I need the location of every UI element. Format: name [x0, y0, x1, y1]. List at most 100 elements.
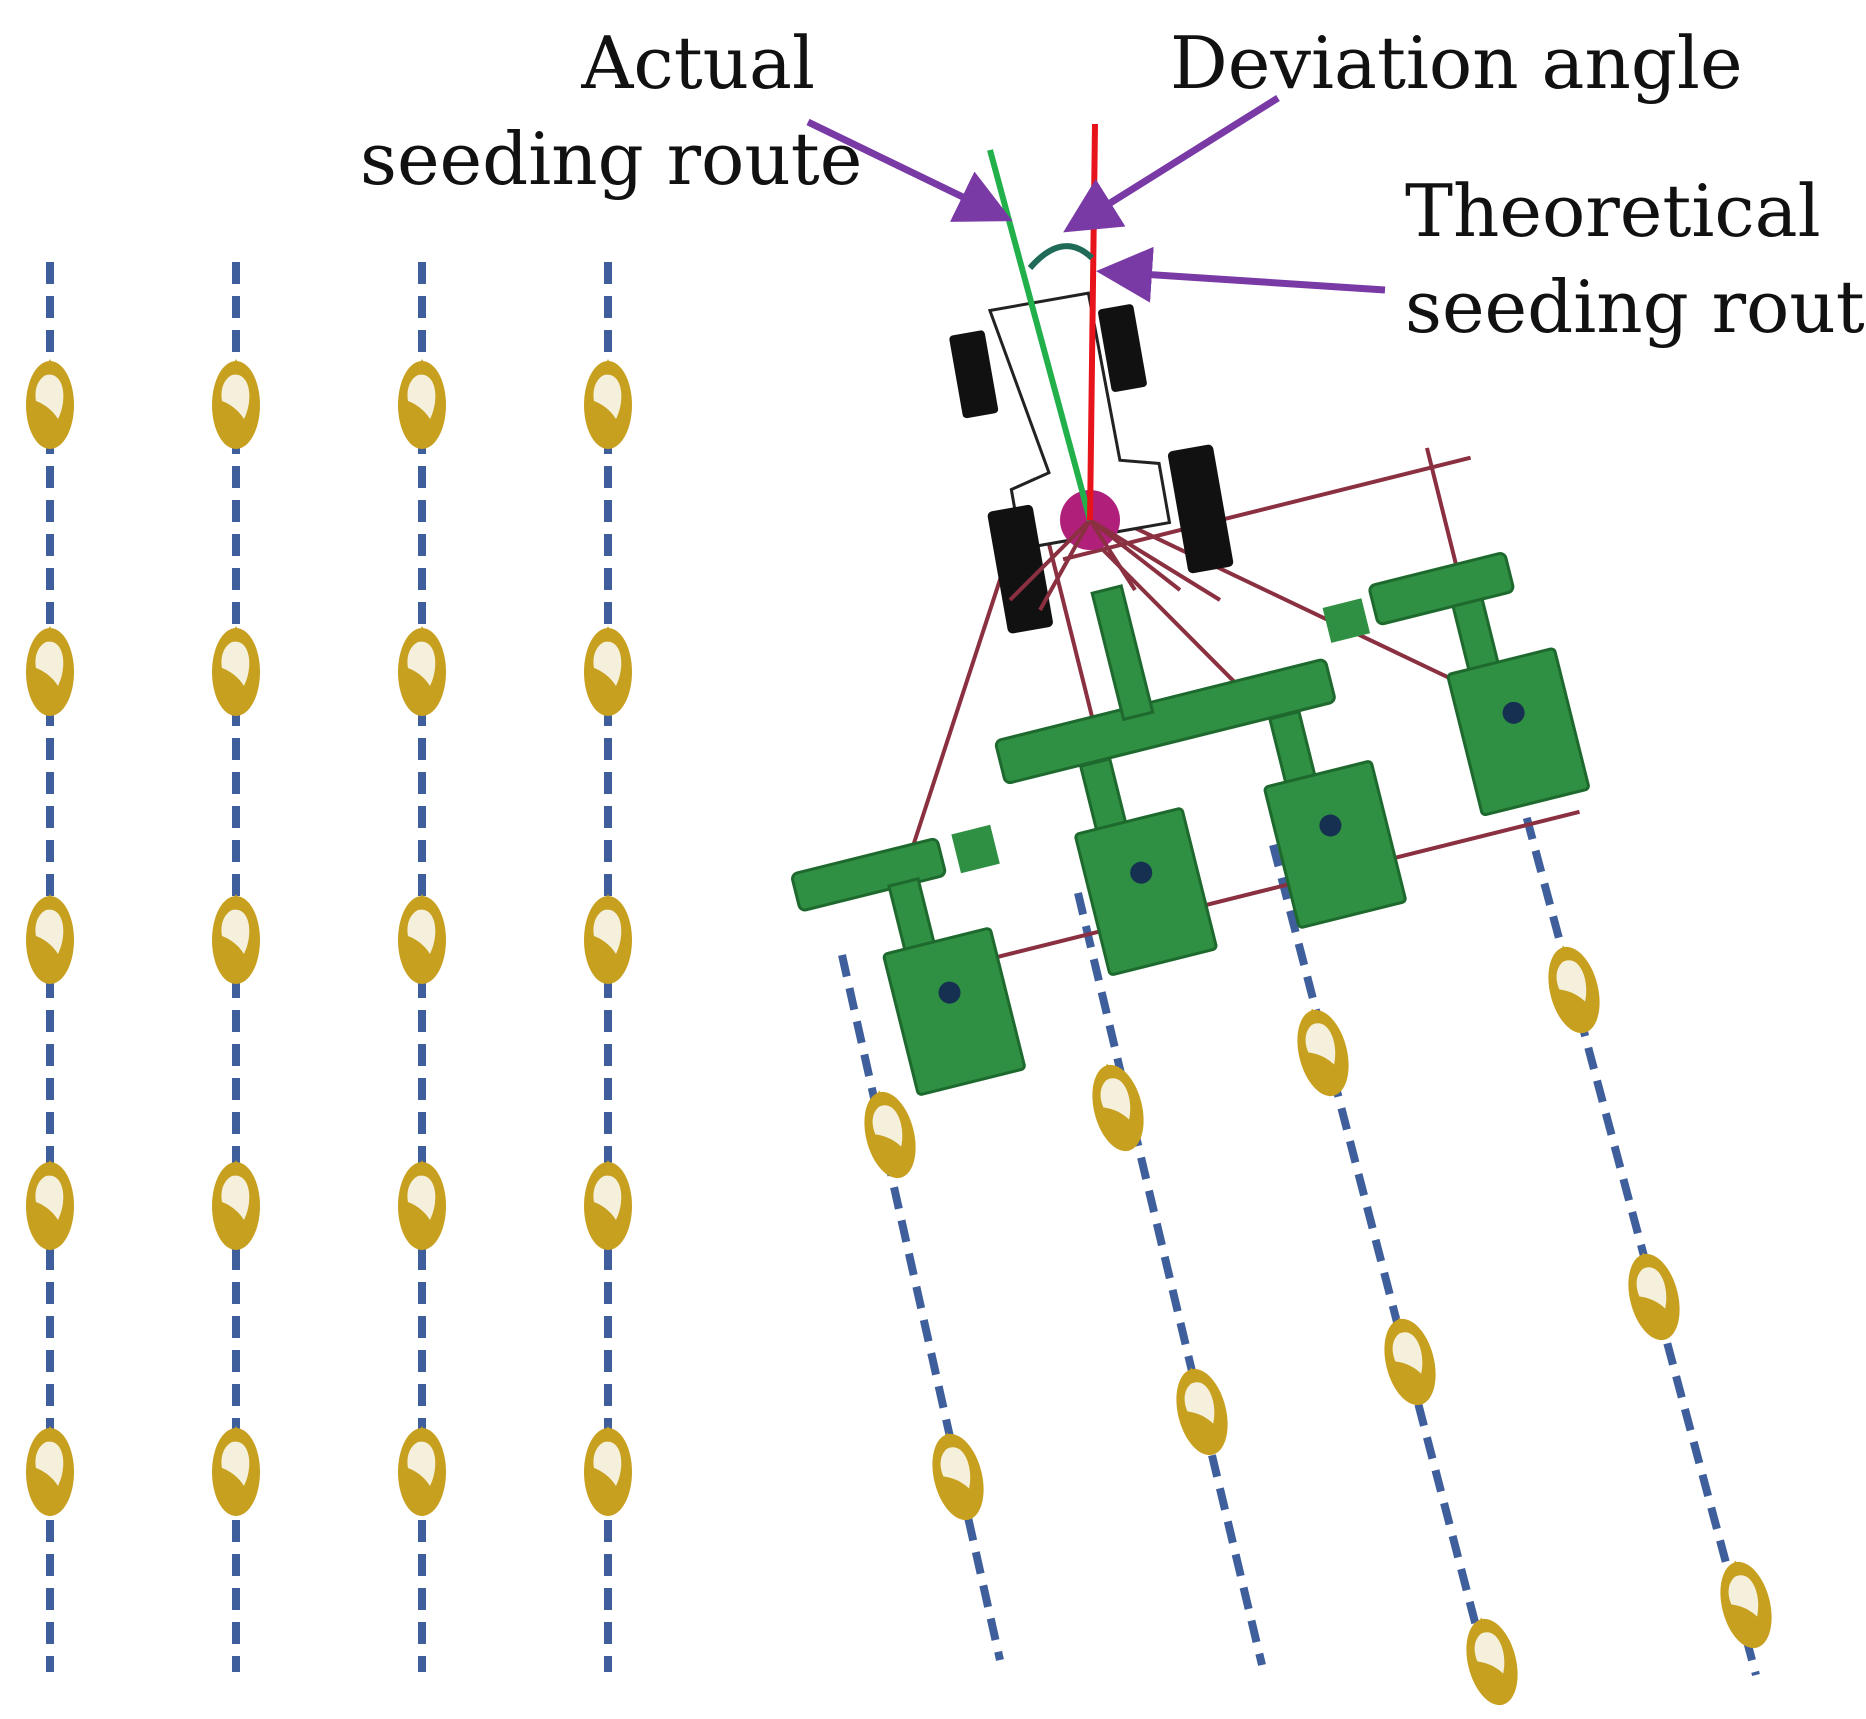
seed-tip — [876, 1090, 885, 1100]
seed-highlight — [407, 374, 436, 419]
seed-highlight — [593, 374, 622, 419]
seed-tip — [1104, 1063, 1113, 1073]
seed-highlight — [593, 641, 622, 686]
tractor-chassis — [987, 291, 1172, 551]
seed-icon — [584, 1426, 632, 1516]
seed-outlet — [1130, 861, 1153, 884]
seed-tip — [1478, 1617, 1487, 1627]
deviation-label-text: Deviation angle — [1170, 21, 1743, 105]
seed-icon — [932, 1432, 984, 1521]
seed-icon — [26, 1426, 74, 1516]
seed-highlight — [35, 1441, 64, 1486]
actual-label-line-2: seeding route — [360, 117, 863, 201]
seed-tip — [1732, 1560, 1741, 1570]
actual-label-line-1: Actual — [581, 21, 815, 105]
seed-tip — [46, 1426, 54, 1434]
seed-icon — [398, 626, 446, 716]
seed-icon — [1628, 1252, 1680, 1341]
seed-highlight — [221, 374, 250, 419]
seed-icon — [1176, 1367, 1228, 1456]
seed-tip — [232, 626, 240, 634]
deviation-angle-arrow — [1063, 95, 1280, 233]
toolbar-right — [1368, 552, 1515, 626]
deviated-seed-rows — [838, 783, 1772, 1706]
seed-highlight — [1474, 1632, 1505, 1674]
hitch-link — [1038, 519, 1092, 611]
seed-highlight — [1636, 1267, 1667, 1309]
seed-icon — [212, 626, 260, 716]
seed-highlight — [407, 909, 436, 954]
toolbar-center — [994, 658, 1336, 785]
seed-tip — [1188, 1367, 1197, 1377]
seed-highlight — [35, 1175, 64, 1220]
seed-highlight — [407, 1441, 436, 1486]
seed-highlight — [221, 1441, 250, 1486]
seed-icon — [1466, 1617, 1518, 1706]
frame-link — [1062, 455, 1472, 562]
seed-highlight — [35, 374, 64, 419]
deviation-angle-label: Deviation angle — [1170, 15, 1743, 111]
seed-tip — [944, 1432, 953, 1442]
seed-icon — [212, 359, 260, 449]
theoretical-label-line-1: Theoretical — [1405, 169, 1821, 253]
seed-highlight — [593, 1175, 622, 1220]
seed-tip — [232, 1160, 240, 1168]
seed-highlight — [1184, 1382, 1215, 1424]
seed-icon — [26, 626, 74, 716]
hitch-link — [1008, 518, 1092, 602]
seed-highlight — [1305, 1023, 1336, 1065]
seeding-unit — [1446, 647, 1590, 817]
hitch-link — [1088, 518, 1222, 602]
seed-icon — [398, 894, 446, 984]
seed-highlight — [221, 641, 250, 686]
seed-tip — [418, 1426, 426, 1434]
seed-icon — [1548, 945, 1600, 1034]
seed-icon — [212, 1160, 260, 1250]
seed-tip — [1640, 1252, 1649, 1262]
seed-icon — [26, 894, 74, 984]
seed-tip — [1560, 945, 1569, 955]
seed-icon — [584, 894, 632, 984]
seed-icon — [398, 1426, 446, 1516]
seed-highlight — [407, 1175, 436, 1220]
seed-tip — [418, 894, 426, 902]
deviated-row-line — [1269, 843, 1494, 1682]
hitch-link — [1088, 518, 1137, 592]
seed-tip — [46, 894, 54, 902]
seed-tip — [418, 1160, 426, 1168]
seed-tip — [46, 626, 54, 634]
seed-highlight — [221, 909, 250, 954]
seed-tip — [418, 626, 426, 634]
deviated-row-line — [1074, 892, 1266, 1666]
seed-tip — [1396, 1317, 1405, 1327]
hitch-link — [1088, 518, 1182, 592]
toolbar-left — [791, 837, 947, 912]
seed-highlight — [35, 909, 64, 954]
seed-tip — [1309, 1008, 1318, 1018]
seed-highlight — [593, 1441, 622, 1486]
seeding-unit — [1074, 807, 1218, 976]
tractor — [949, 291, 1234, 634]
seed-icon — [26, 359, 74, 449]
seed-highlight — [1100, 1078, 1131, 1120]
seed-highlight — [872, 1105, 903, 1147]
seed-highlight — [593, 909, 622, 954]
frame-link — [958, 809, 1580, 969]
seed-icon — [1092, 1063, 1144, 1152]
seed-tip — [604, 359, 612, 367]
seed-highlight — [940, 1447, 971, 1489]
drawbar — [1090, 584, 1155, 722]
seed-tip — [232, 1426, 240, 1434]
seed-outlet — [1319, 814, 1342, 837]
seed-icon — [584, 626, 632, 716]
seed-highlight — [1728, 1575, 1759, 1617]
seed-tip — [604, 626, 612, 634]
seed-highlight — [221, 1175, 250, 1220]
seed-icon — [398, 1160, 446, 1250]
front-wheel-right — [1098, 304, 1147, 392]
deviation-angle-arc — [1027, 243, 1095, 270]
seeding-unit — [882, 927, 1026, 1096]
actual-seeding-route-label: Actual seeding route — [360, 15, 863, 207]
seed-tip — [604, 894, 612, 902]
